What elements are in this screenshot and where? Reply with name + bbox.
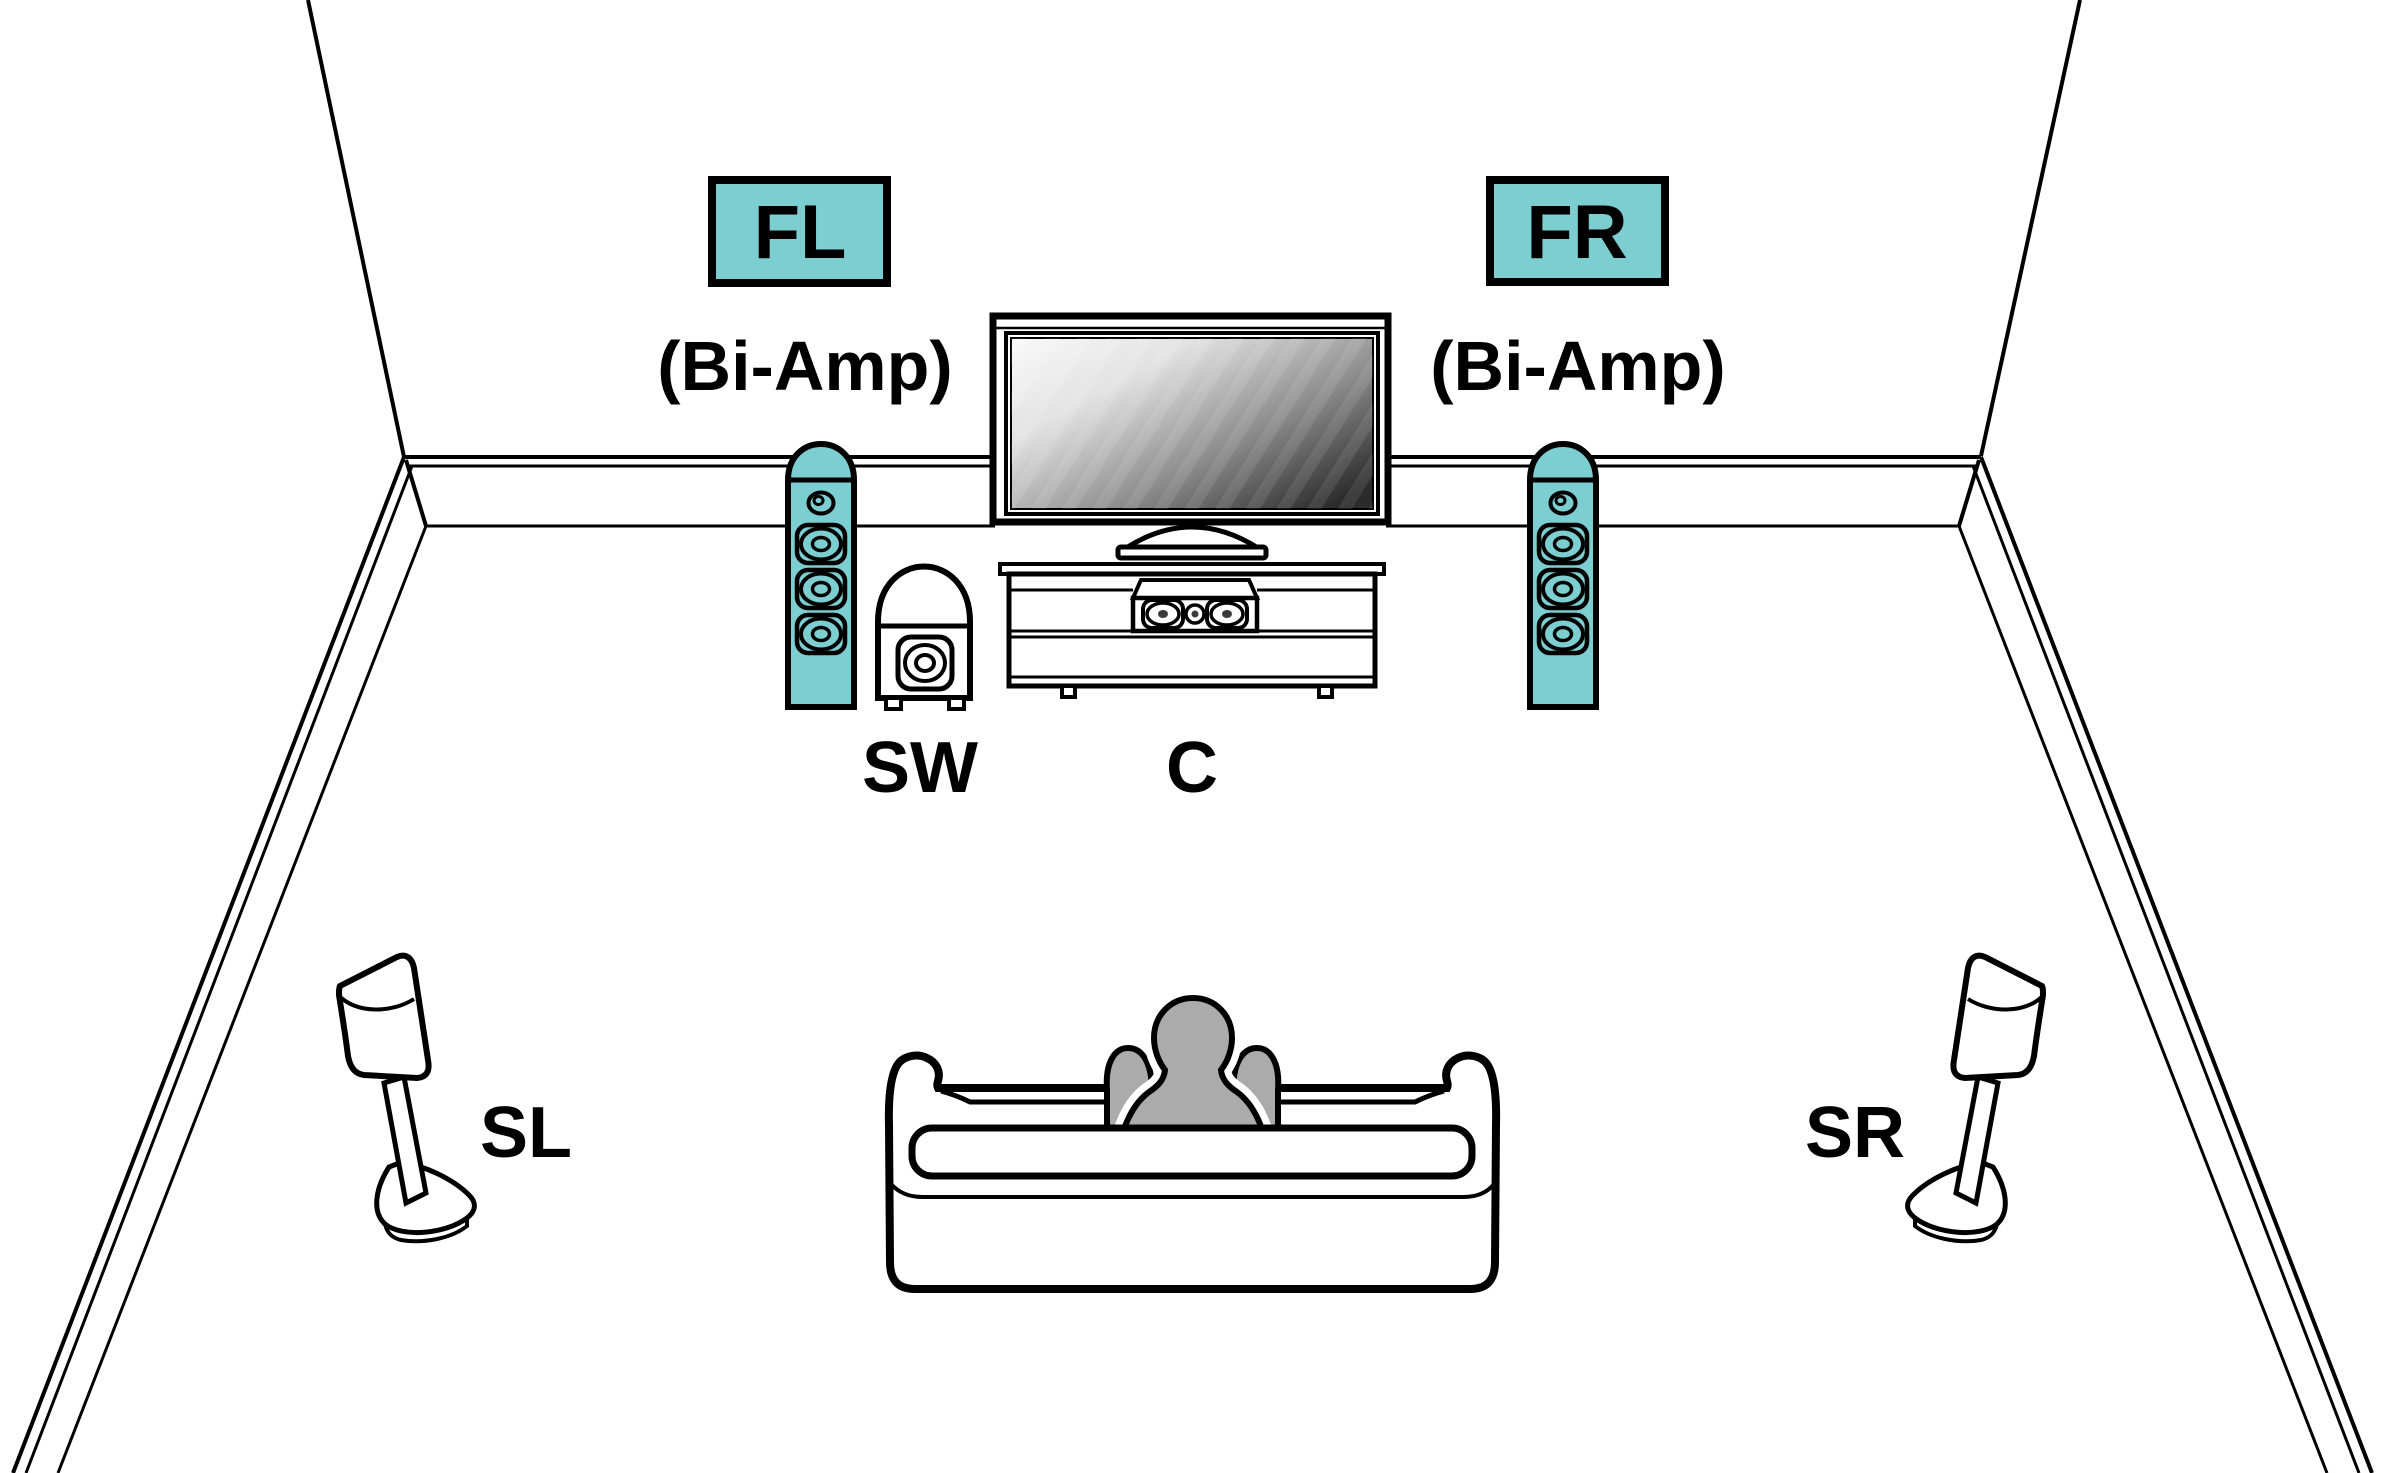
cabinet-leg-left [1060, 684, 1077, 699]
surround-right-label: SR [1805, 1093, 1905, 1173]
couch-and-listener [884, 987, 1501, 1293]
center-speaker-tweeter [1184, 603, 1206, 625]
right-floor-line-2 [1971, 465, 2361, 1473]
tv-screen-glare [1011, 338, 1373, 509]
subwoofer-driver-cap [914, 653, 936, 673]
couch-seat-cushion [908, 1124, 1476, 1180]
center-speaker [1129, 578, 1261, 634]
center-speaker-left-driver [1141, 598, 1185, 630]
front-right-label-box [1486, 176, 1669, 286]
subwoofer-driver-frame [895, 634, 955, 692]
front-right-tower-speaker [1530, 444, 1596, 707]
labels: FL (Bi-Amp) FR (Bi-Amp) SW C SL SR [480, 176, 1905, 1173]
left-wall-corner-line [306, 0, 406, 458]
center-label: C [1166, 728, 1218, 808]
left-floor-line-3 [56, 525, 428, 1473]
center-speaker-right-driver [1205, 598, 1249, 630]
front-right-qualifier: (Bi-Amp) [1430, 327, 1725, 405]
subwoofer-foot-right [947, 696, 966, 711]
left-floor-line-1 [11, 456, 406, 1473]
tv-bezel [1004, 331, 1380, 516]
subwoofer-driver-cone [903, 643, 947, 683]
front-left-label: FL [754, 190, 847, 275]
tv-and-cabinet [989, 312, 1392, 699]
front-left-qualifier: (Bi-Amp) [657, 327, 952, 405]
surround-left-speaker [339, 956, 474, 1242]
surround-right-speaker [1908, 956, 2043, 1242]
surround-left-label: SL [480, 1093, 572, 1173]
subwoofer-foot-left [884, 696, 903, 711]
cabinet-leg-right [1317, 684, 1334, 699]
subwoofer-speaker [875, 563, 973, 711]
front-left-tower-speaker [788, 444, 854, 707]
tv-stand-base [1115, 544, 1269, 561]
right-floor-line-3 [1957, 525, 2329, 1473]
subwoofer-label: SW [862, 728, 978, 808]
front-left-label-box [708, 176, 891, 287]
right-wall-corner-line [1979, 0, 2082, 457]
front-right-label: FR [1526, 190, 1627, 275]
center-speaker-top-face [1129, 578, 1261, 600]
left-floor-line-2 [24, 465, 414, 1473]
right-floor-line-1 [1979, 456, 2374, 1473]
tv-stand-neck [1117, 524, 1267, 551]
couch-base-top-line [889, 1182, 1496, 1199]
